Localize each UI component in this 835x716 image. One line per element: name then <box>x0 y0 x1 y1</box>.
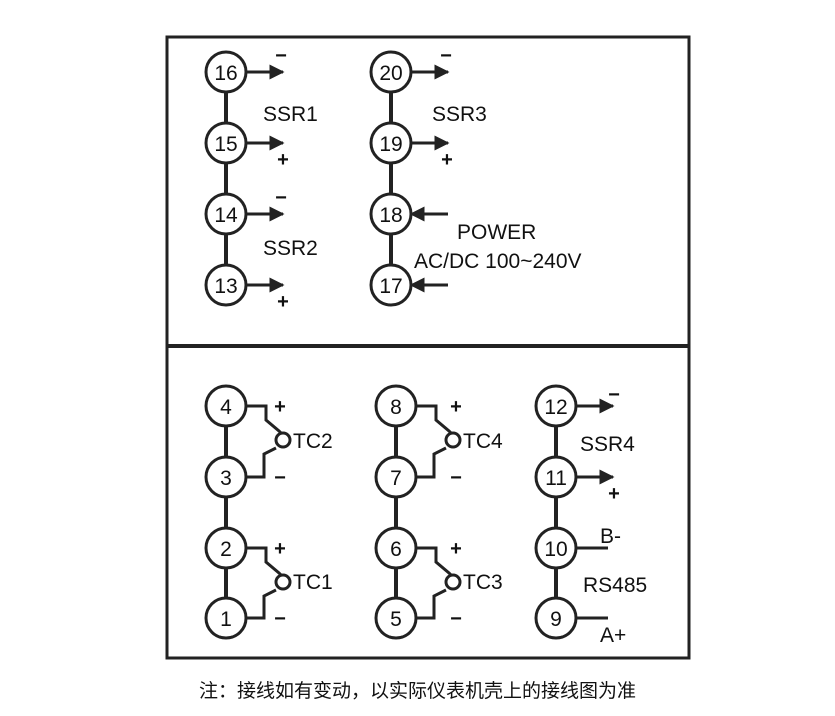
tc4-minus-sign: − <box>450 467 462 489</box>
tc2-label: TC2 <box>293 430 333 453</box>
terminal-18-number: 18 <box>379 204 402 227</box>
terminal-7 <box>374 455 418 499</box>
terminal-11-number: 11 <box>545 467 567 490</box>
terminal-8-number: 8 <box>390 396 402 419</box>
terminal-1-number: 1 <box>220 608 232 631</box>
tc3-lead-plus <box>416 546 454 578</box>
power-range-label: AC/DC 100~240V <box>414 250 582 273</box>
terminal-9-number: 9 <box>550 608 562 631</box>
terminal-15 <box>204 121 248 165</box>
terminal-6-number: 6 <box>390 538 402 561</box>
terminal-13 <box>204 263 248 307</box>
tc3-minus-sign: − <box>450 608 462 630</box>
terminal-20 <box>369 50 413 94</box>
terminal-14 <box>204 192 248 236</box>
tc1-lead-plus <box>246 546 284 578</box>
terminal-4 <box>204 384 248 428</box>
terminal-3-number: 3 <box>220 467 232 490</box>
ssr1-label: SSR1 <box>263 103 318 126</box>
terminal-3 <box>204 455 248 499</box>
terminal-2 <box>204 526 248 570</box>
wiring-note: 注：接线如有变动，以实际仪表机壳上的接线图为准 <box>198 680 636 702</box>
ssr1-plus-sign: + <box>277 149 289 171</box>
tc3-junction <box>444 573 462 591</box>
ssr1-minus-sign: − <box>275 45 287 67</box>
ssr3-minus-sign: − <box>440 45 452 67</box>
ssr-output-arrows <box>246 64 615 485</box>
terminal-2-number: 2 <box>220 538 232 561</box>
ssr2-label: SSR2 <box>263 237 318 260</box>
rs485-b-minus-label: B- <box>600 525 621 548</box>
ssr4-plus-sign: + <box>608 483 620 505</box>
terminal-16 <box>204 50 248 94</box>
terminal-5 <box>374 596 418 640</box>
terminal-17 <box>369 263 413 307</box>
rs485-label: RS485 <box>583 574 647 597</box>
power-label: POWER <box>457 221 536 244</box>
terminal-16-number: 16 <box>214 62 237 85</box>
ssr4-label: SSR4 <box>580 433 635 456</box>
tc1-minus-sign: − <box>274 608 286 630</box>
ssr2-minus-sign: − <box>275 187 287 209</box>
terminal-17-number: 17 <box>379 275 402 298</box>
tc4-lead-plus <box>416 404 454 436</box>
rs485-leads <box>576 546 608 620</box>
terminal-7-number: 7 <box>390 467 402 490</box>
terminal-1 <box>204 596 248 640</box>
tc1-plus-sign: + <box>274 538 286 560</box>
terminal-12-number: 12 <box>544 396 567 419</box>
terminal-5-number: 5 <box>390 608 402 631</box>
tc4-plus-sign: + <box>450 396 462 418</box>
tc1-label: TC1 <box>293 571 333 594</box>
terminal-4-number: 4 <box>220 396 232 419</box>
tc3-plus-sign: + <box>450 538 462 560</box>
tc2-junction <box>274 431 292 449</box>
terminal-8 <box>374 384 418 428</box>
terminal-18 <box>369 192 413 236</box>
terminal-6 <box>374 526 418 570</box>
tc3-label: TC3 <box>463 571 503 594</box>
ssr2-plus-sign: + <box>277 291 289 313</box>
tc3-lead-minus <box>416 588 447 620</box>
terminal-10 <box>534 526 578 570</box>
ssr4-minus-sign: − <box>608 384 620 406</box>
terminal-11 <box>534 455 578 499</box>
tc4-label: TC4 <box>463 430 503 453</box>
terminal-19-number: 19 <box>379 133 402 156</box>
terminal-10-number: 10 <box>544 538 567 561</box>
tc1-junction <box>274 573 292 591</box>
terminal-13-number: 13 <box>214 275 237 298</box>
power-input-arrows <box>409 206 448 293</box>
terminal-14-number: 14 <box>214 204 238 227</box>
ssr3-label: SSR3 <box>432 103 487 126</box>
tc4-lead-minus <box>416 446 447 479</box>
rs485-a-plus-label: A+ <box>600 624 626 647</box>
tc2-minus-sign: − <box>274 467 286 489</box>
tc2-lead-plus <box>246 404 284 436</box>
terminal-12 <box>534 384 578 428</box>
tc4-junction <box>444 431 462 449</box>
tc2-lead-minus <box>246 446 277 479</box>
tc2-plus-sign: + <box>274 396 286 418</box>
tc1-lead-minus <box>246 588 277 620</box>
ssr3-plus-sign: + <box>441 149 453 171</box>
terminal-20-number: 20 <box>379 62 402 85</box>
terminal-19 <box>369 121 413 165</box>
terminal-9 <box>534 596 578 640</box>
terminal-15-number: 15 <box>214 133 237 156</box>
